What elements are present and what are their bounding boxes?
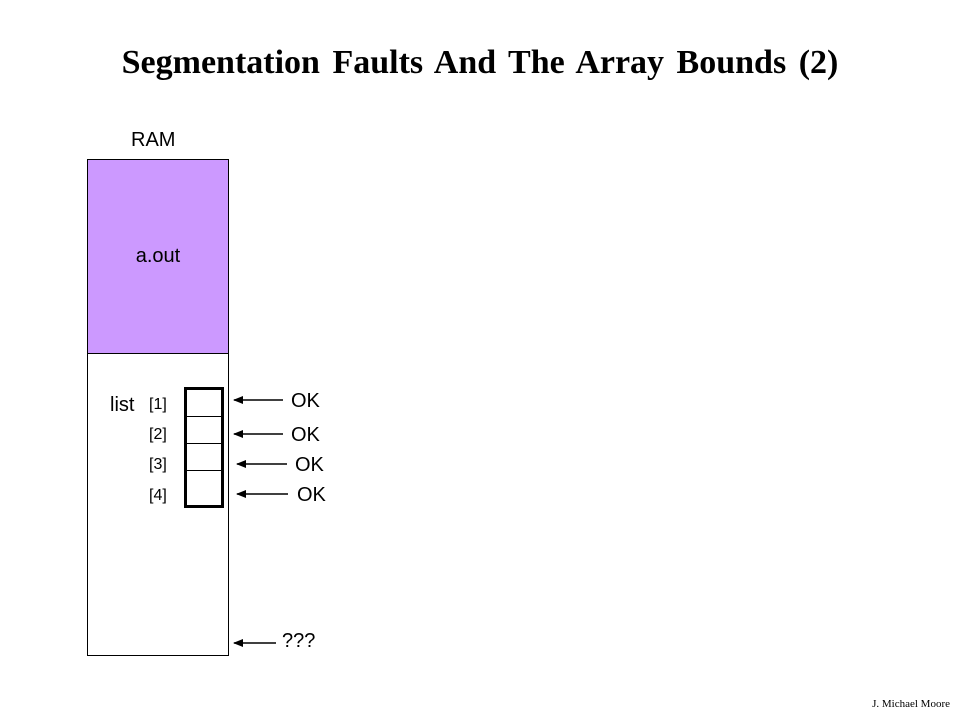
slide-title: Segmentation Faults And The Array Bounds… — [121, 44, 839, 81]
pointer-label-unknown: ??? — [282, 630, 316, 652]
array-box — [184, 387, 224, 508]
ram-label: RAM — [131, 129, 176, 151]
pointer-label-2: OK — [291, 424, 320, 446]
array-index-3: [3] — [149, 456, 167, 473]
author-footer: J. Michael Moore — [872, 698, 950, 710]
list-label: list — [110, 394, 135, 416]
cell-divider — [187, 470, 221, 471]
pointer-label-3: OK — [295, 454, 324, 476]
cell-divider — [187, 416, 221, 417]
cell-divider — [187, 443, 221, 444]
ram-box: a.out — [87, 159, 229, 656]
pointer-label-4: OK — [297, 484, 326, 506]
array-index-2: [2] — [149, 426, 167, 443]
aout-label: a.out — [135, 245, 181, 267]
array-index-4: [4] — [149, 487, 167, 504]
aout-region: a.out — [88, 160, 228, 354]
pointer-label-1: OK — [291, 390, 320, 412]
array-index-1: [1] — [149, 396, 167, 413]
